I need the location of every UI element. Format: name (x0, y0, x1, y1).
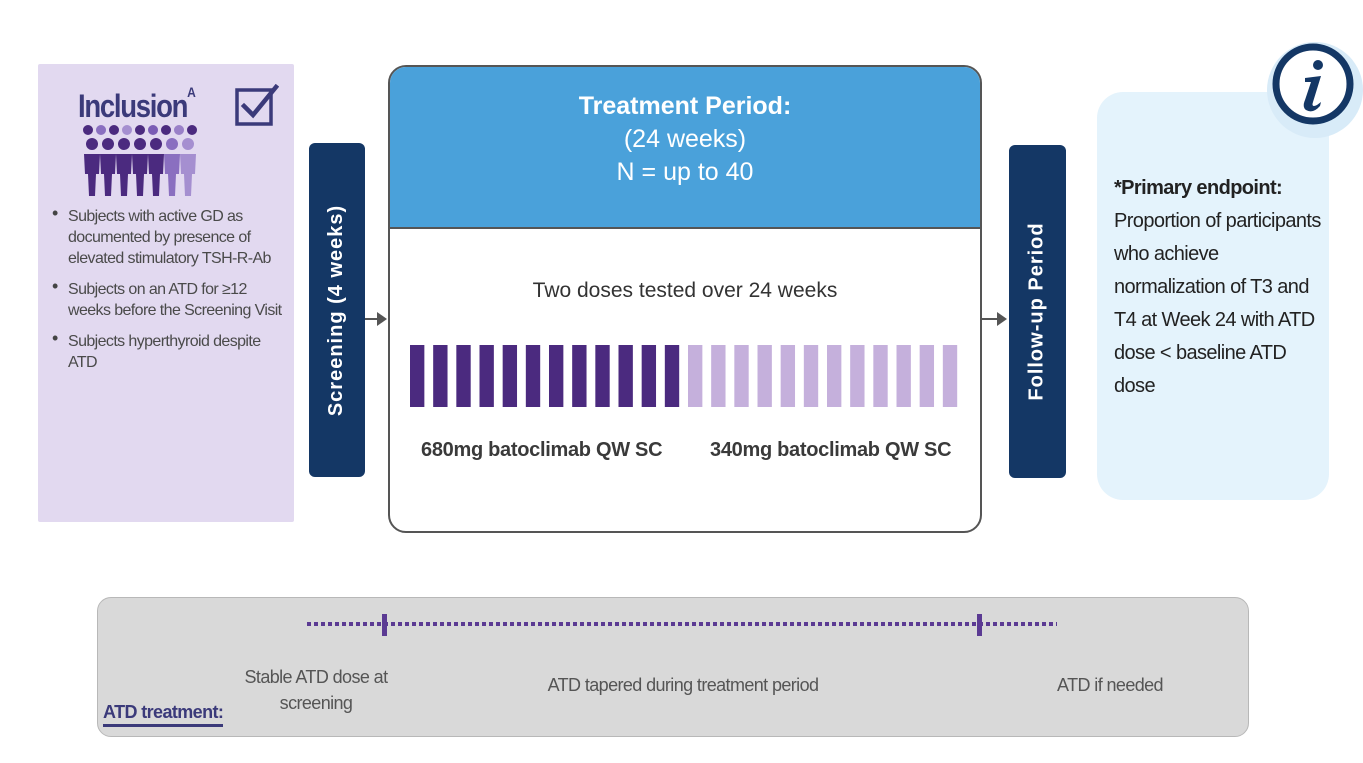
screening-bar: Screening (4 weeks) (309, 143, 365, 477)
treatment-period-box: Treatment Period: (24 weeks) N = up to 4… (388, 65, 982, 533)
dose-block-340mg (827, 345, 842, 407)
dose-block-680mg (502, 345, 518, 407)
followup-bar: Follow-up Period (1009, 145, 1066, 478)
dose-label-high: 680mg batoclimab QW SC (421, 439, 663, 461)
dose-block-680mg (456, 345, 471, 407)
dose-block-340mg (757, 345, 772, 407)
atd-treatment-panel (97, 597, 1249, 737)
dose-block-680mg (595, 345, 610, 407)
dose-block-680mg (525, 345, 541, 407)
treatment-n: N = up to 40 (616, 158, 754, 186)
dose-block-680mg (572, 345, 587, 407)
arrow-right-icon (377, 312, 387, 326)
dose-block-340mg (850, 345, 865, 407)
arrow-right-icon (997, 312, 1007, 326)
followup-label: Follow-up Period (1026, 222, 1048, 401)
atd-needed-text: ATD if needed (1057, 675, 1164, 695)
doses-caption: Two doses tested over 24 weeks (532, 279, 838, 302)
arrow-screening-line (365, 318, 379, 320)
dose-label-low: 340mg batoclimab QW SC (710, 439, 952, 461)
criterion-item: Subjects with active GD as documented by… (50, 203, 290, 269)
dose-block-340mg (919, 345, 935, 407)
primary-endpoint-panel: *Primary endpoint: Proportion of partici… (1097, 92, 1329, 500)
atd-stable-text: Stable ATD dose at screening (244, 667, 389, 713)
endpoint-text: *Primary endpoint: Proportion of partici… (1114, 172, 1326, 403)
dose-block-340mg (711, 345, 726, 407)
dose-block-340mg (803, 345, 819, 407)
dose-block-340mg (734, 345, 749, 407)
criterion-item: Subjects on an ATD for ≥12 weeks before … (50, 276, 290, 321)
dose-block-340mg (688, 345, 703, 407)
treatment-title: Treatment Period: (578, 92, 792, 120)
atd-timeline (307, 614, 1057, 636)
inclusion-criteria-list: Subjects with active GD as documented by… (50, 203, 290, 383)
treatment-duration: (24 weeks) (623, 125, 747, 153)
treatment-header: Treatment Period: (24 weeks) N = up to 4… (390, 67, 980, 229)
dose-blocks (410, 345, 958, 407)
dose-block-340mg (873, 345, 888, 407)
dose-block-680mg (618, 345, 633, 407)
dose-block-680mg (479, 345, 494, 407)
inclusion-title: InclusionA (78, 84, 196, 124)
atd-treatment-label: ATD treatment: (103, 702, 224, 727)
dose-block-340mg (942, 345, 958, 407)
inclusion-superscript: A (187, 84, 196, 100)
atd-tapered-text: ATD tapered during treatment period (547, 675, 819, 695)
inclusion-panel: InclusionA Subjects with active GD as do… (38, 64, 294, 522)
dose-block-680mg (641, 345, 657, 407)
dose-block-680mg (410, 345, 425, 407)
dose-block-340mg (780, 345, 796, 407)
criterion-item: Subjects hyperthyroid despite ATD (50, 328, 290, 373)
endpoint-title: *Primary endpoint: (1114, 177, 1283, 199)
people-group-icon (83, 125, 197, 196)
check-box-icon (235, 84, 279, 126)
dose-block-680mg (549, 345, 564, 407)
dose-block-340mg (896, 345, 911, 407)
dose-block-680mg (664, 345, 680, 407)
screening-label: Screening (4 weeks) (325, 204, 348, 416)
endpoint-description: Proportion of participants who achieve n… (1114, 210, 1321, 397)
dose-block-680mg (433, 345, 448, 407)
arrow-followup-line (982, 318, 998, 320)
info-icon (1267, 42, 1363, 138)
